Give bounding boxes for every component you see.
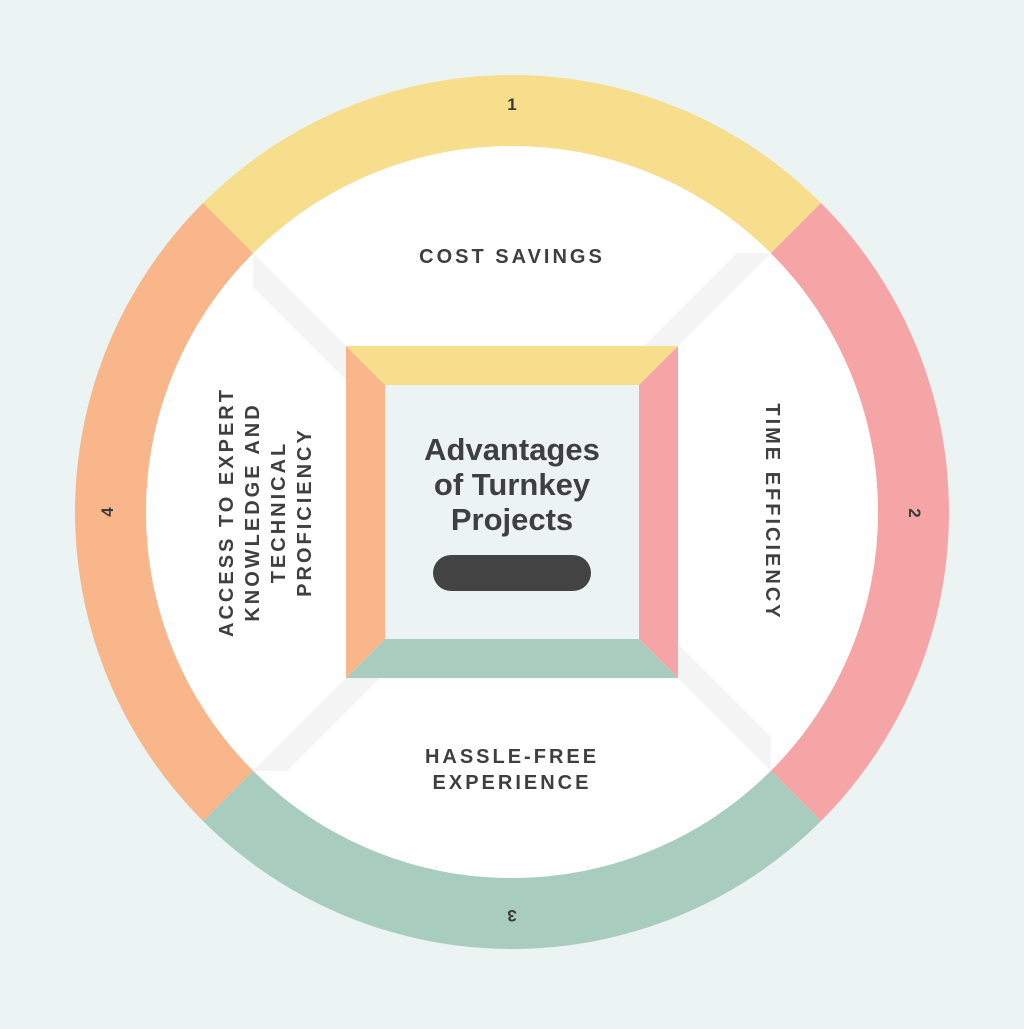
fold-shadows	[253, 253, 771, 771]
frame-top	[346, 346, 678, 385]
ring-segment-1	[202, 75, 822, 254]
segment-1-label: COST SAVINGS	[419, 246, 605, 268]
segment-1-number: 1	[507, 95, 517, 114]
segment-4-number: 4	[98, 507, 117, 517]
ring-segment-3	[202, 770, 822, 949]
ring-segment-4	[75, 203, 254, 821]
diagram-title: Advantages of Turnkey Projects	[424, 432, 600, 537]
title-underline-pill	[433, 555, 591, 591]
frame-left	[346, 346, 385, 678]
segment-4-label: ACCESS TO EXPERT KNOWLEDGE AND TECHNICAL…	[216, 387, 316, 637]
frame-bottom	[346, 639, 678, 678]
center-panel	[385, 385, 639, 639]
segment-3-number: 3	[507, 906, 517, 925]
segment-2-number: 2	[905, 508, 924, 518]
frame-right	[639, 346, 678, 678]
segment-3-label: HASSLE-FREE EXPERIENCE	[424, 746, 600, 794]
segment-2-label: TIME EFFICIENCY	[761, 403, 783, 621]
ring-segment-2	[770, 203, 949, 821]
